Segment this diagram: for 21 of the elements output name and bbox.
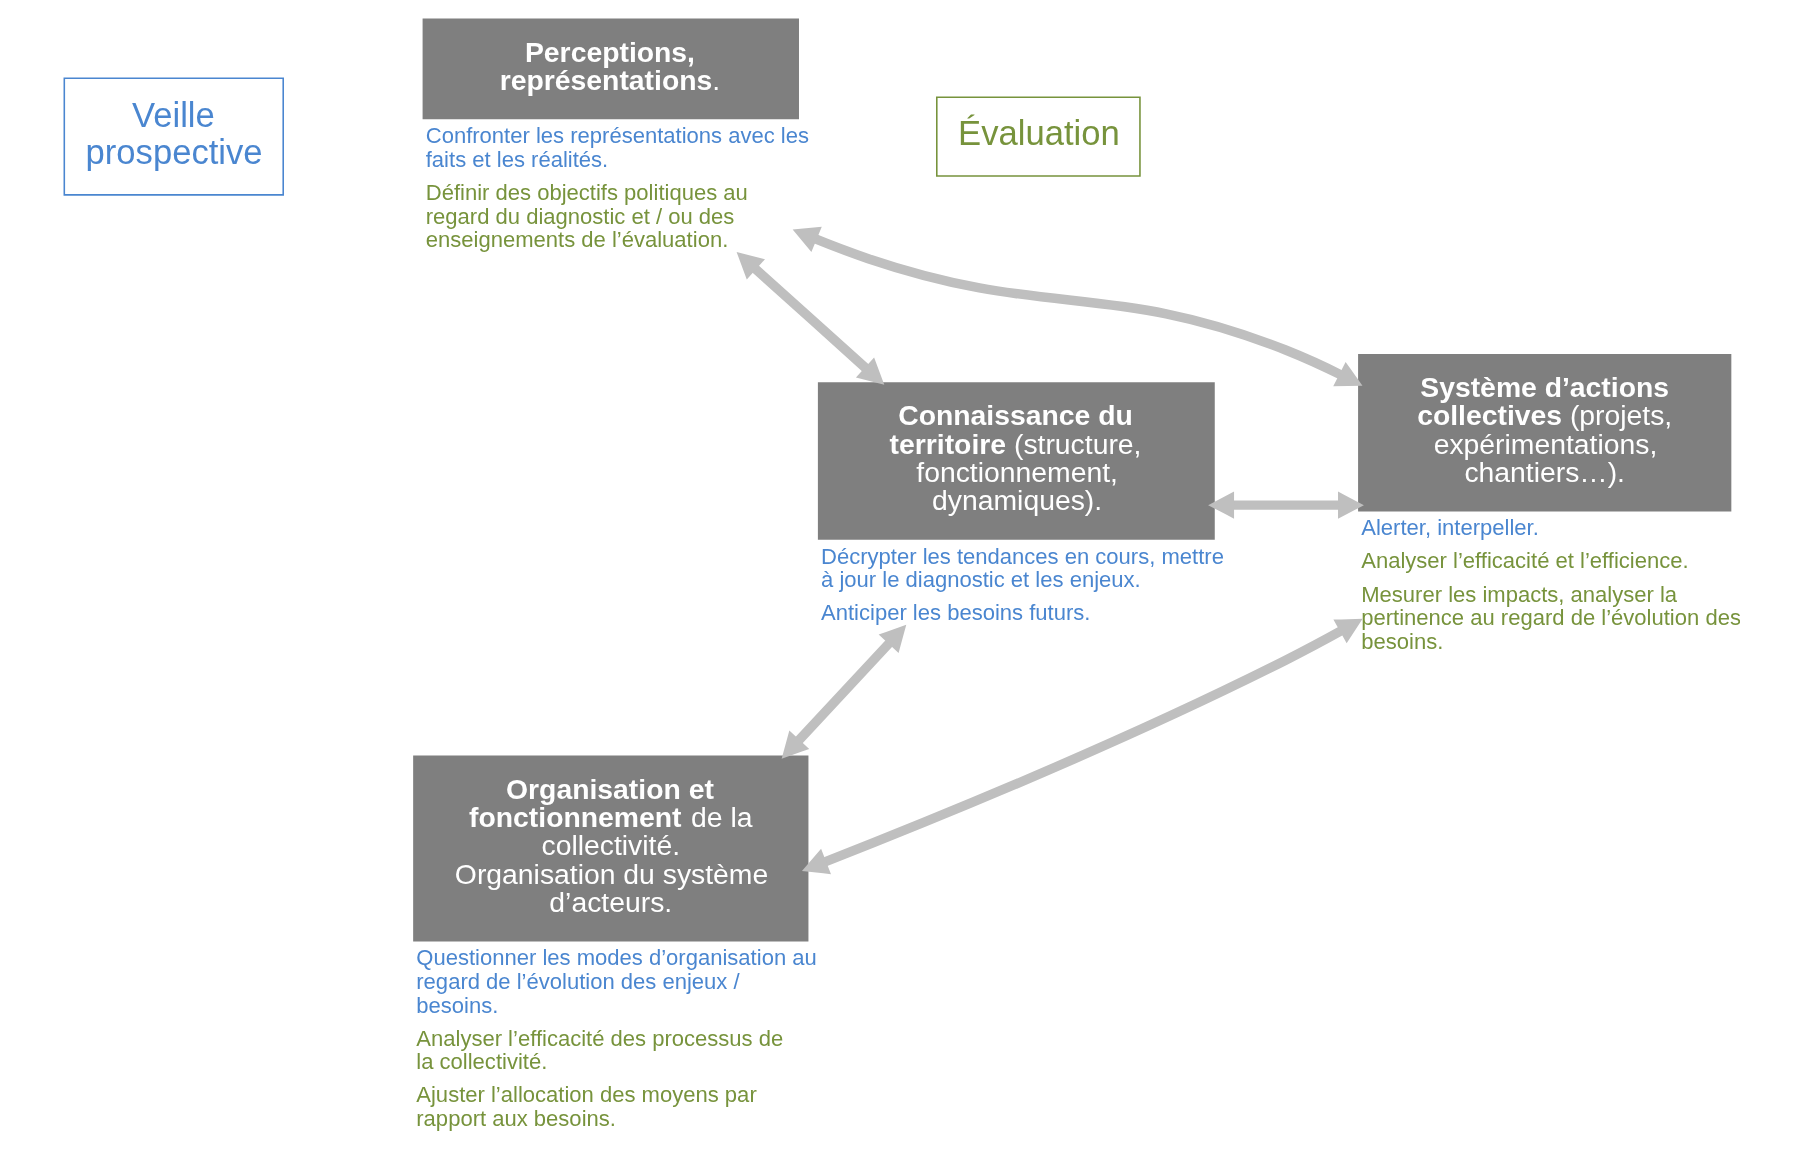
node-box: Évaluation [936,96,1141,177]
node-label: Décrypter les tendances en cours, mettre à jour le diagnostic et les enjeux. [821,543,1224,593]
node-box: Connaissance du territoire (structure, fonctionnement, dynamiques). [817,382,1215,540]
node-box: Perceptions, représentations. [422,18,799,120]
node-label: Anticiper les besoins futurs. [821,600,1091,626]
arrow [781,624,907,759]
arrow [801,618,1363,875]
node-label: Mesurer les impacts, analyser la pertinence au regard de l’évolution des besoins. [1361,581,1741,654]
node-label: Alerter, interpeller. [1361,515,1539,541]
node-box: Veille prospective [63,77,284,196]
arrow [1208,491,1364,519]
node-label: Analyser l’efficacité des processus de la collectivité. [416,1025,784,1075]
node-label: Ajuster l’allocation des moyens par rapport aux besoins. [416,1082,757,1131]
node-label: Analyser l’efficacité et l’efficience. [1361,548,1689,574]
node-label: Questionner les modes d’organisation au regard de l’évolution des enjeux / besoins. [416,945,817,1018]
node-box: Système d’actions collectives (projets, expérimentations, chantiers…). [1358,353,1732,512]
arrow [792,226,1363,387]
node-label: Définir des objectifs politiques au regard du diagnostic et / ou des enseignements de l’évaluation. [425,179,748,253]
node-box: Organisation et fonctionnement de la collectivité. Organisation du système d’acteurs. [413,755,809,942]
arrow [736,252,885,385]
node-label: Confronter les représentations avec les faits et les réalités. [425,123,810,172]
